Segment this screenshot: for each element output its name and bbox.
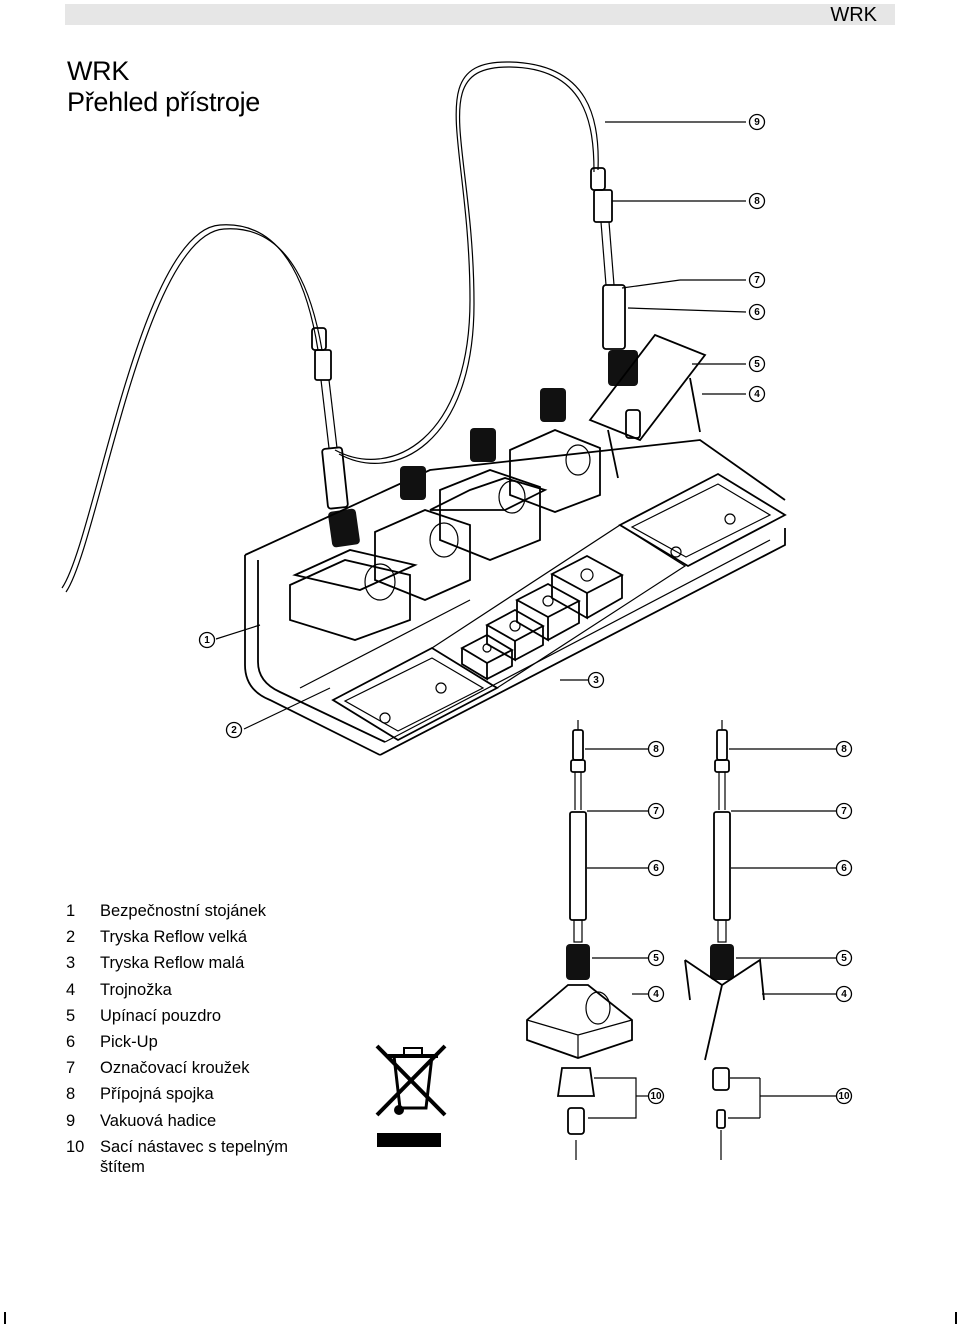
callout-8: 8 bbox=[647, 740, 665, 758]
callout-number: 7 bbox=[754, 275, 760, 286]
legend-text: Tryska Reflow malá bbox=[100, 954, 245, 973]
vacuum-hose-right bbox=[334, 61, 599, 460]
crop-mark-left bbox=[4, 1312, 6, 1324]
callout-number: 10 bbox=[838, 1091, 850, 1102]
legend-number: 4 bbox=[66, 980, 76, 999]
legend-text: Pick-Up bbox=[100, 1033, 158, 1052]
right-tool-drawing bbox=[684, 720, 836, 1160]
legend-number: 6 bbox=[66, 1033, 76, 1052]
callout-number: 10 bbox=[650, 1091, 662, 1102]
legend-item: 1 Bezpečnostní stojánek bbox=[66, 898, 330, 924]
callout-number: 7 bbox=[841, 806, 847, 817]
callout-4: 4 bbox=[748, 385, 766, 403]
callout-number: 4 bbox=[841, 989, 847, 1000]
header-bar: WRK bbox=[65, 4, 895, 26]
vacuum-hose-left bbox=[61, 224, 319, 589]
legend-number: 5 bbox=[66, 1006, 76, 1025]
callout-number: 5 bbox=[841, 953, 847, 964]
callout-number: 8 bbox=[754, 196, 760, 207]
title-line-1: WRK bbox=[67, 56, 130, 86]
legend-item: 4 Trojnožka bbox=[66, 977, 330, 1003]
legend-text-continuation: štítem bbox=[100, 1158, 145, 1177]
callout-number: 6 bbox=[653, 863, 659, 874]
callout-number: 9 bbox=[754, 117, 760, 128]
callout-10: 10 bbox=[647, 1087, 665, 1105]
legend-text: Přípojná spojka bbox=[100, 1085, 214, 1104]
callout-1: 1 bbox=[198, 631, 216, 649]
callout-number: 5 bbox=[754, 359, 760, 370]
callout-3: 3 bbox=[587, 671, 605, 689]
callout-number: 3 bbox=[593, 675, 599, 686]
legend-text: Označovací kroužek bbox=[100, 1059, 250, 1078]
callout-6: 6 bbox=[835, 859, 853, 877]
callout-number: 5 bbox=[653, 953, 659, 964]
legend-item: 3 Tryska Reflow malá bbox=[66, 950, 330, 976]
weee-crossed-bin-icon bbox=[375, 1044, 447, 1147]
legend-item: 5 Upínací pouzdro bbox=[66, 1003, 330, 1029]
callout-5: 5 bbox=[835, 949, 853, 967]
legend-item: 6 Pick-Up bbox=[66, 1029, 330, 1055]
legend-number: 7 bbox=[66, 1059, 76, 1078]
callout-5: 5 bbox=[647, 949, 665, 967]
legend-number: 8 bbox=[66, 1085, 76, 1104]
callout-7: 7 bbox=[835, 802, 853, 820]
callout-7: 7 bbox=[647, 802, 665, 820]
callout-5: 5 bbox=[748, 355, 766, 373]
legend-item: 7 Označovací kroužek bbox=[66, 1055, 330, 1081]
callout-number: 2 bbox=[231, 725, 237, 736]
legend-text: Sací nástavec s tepelným bbox=[100, 1137, 289, 1156]
callout-number: 4 bbox=[754, 389, 760, 400]
station-drawing bbox=[61, 61, 787, 756]
legend-number: 9 bbox=[66, 1111, 76, 1130]
callout-number: 1 bbox=[204, 635, 210, 646]
callout-8: 8 bbox=[748, 192, 766, 210]
legend-text: Trojnožka bbox=[100, 980, 172, 999]
callout-6: 6 bbox=[647, 859, 665, 877]
safety-stand bbox=[244, 333, 787, 756]
callout-number: 7 bbox=[653, 806, 659, 817]
right-pen bbox=[590, 167, 638, 386]
reflow-nozzles bbox=[460, 554, 624, 681]
page-title: WRK Přehled přístroje bbox=[67, 56, 260, 118]
legend-text: Upínací pouzdro bbox=[100, 1006, 222, 1025]
callout-6: 6 bbox=[748, 303, 766, 321]
title-line-2: Přehled přístroje bbox=[67, 87, 260, 117]
crop-mark-right bbox=[955, 1312, 957, 1324]
legend-text: Bezpečnostní stojánek bbox=[100, 902, 267, 920]
legend-item: 9 Vakuová hadice bbox=[66, 1108, 330, 1134]
callout-number: 6 bbox=[754, 307, 760, 318]
callout-number: 4 bbox=[653, 989, 659, 1000]
pen-holders bbox=[289, 333, 707, 641]
legend-text: Vakuová hadice bbox=[100, 1111, 217, 1130]
legend-item: 10 Sací nástavec s tepelným bbox=[66, 1134, 330, 1160]
vacuum-hose-right-edge bbox=[338, 66, 595, 464]
legend-text: Tryska Reflow velká bbox=[100, 928, 248, 947]
callout-number: 8 bbox=[653, 744, 659, 755]
legend-item: 8 Přípojná spojka bbox=[66, 1081, 330, 1107]
legend-number: 1 bbox=[66, 902, 76, 920]
legend-number: 3 bbox=[66, 954, 76, 973]
left-pen bbox=[311, 327, 360, 548]
callout-number: 8 bbox=[841, 744, 847, 755]
callout-2: 2 bbox=[225, 721, 243, 739]
callout-number: 6 bbox=[841, 863, 847, 874]
callout-9: 9 bbox=[748, 113, 766, 131]
callout-8: 8 bbox=[835, 740, 853, 758]
parts-legend: 1 Bezpečnostní stojánek 2 Tryska Reflow vel… bbox=[66, 898, 330, 1180]
callout-10: 10 bbox=[835, 1087, 853, 1105]
legend-number: 2 bbox=[66, 928, 76, 947]
callout-7: 7 bbox=[748, 271, 766, 289]
legend-number: 10 bbox=[66, 1137, 85, 1156]
callout-4: 4 bbox=[647, 985, 665, 1003]
left-tool-drawing bbox=[526, 720, 648, 1160]
vacuum-hose-left-edge bbox=[65, 228, 323, 593]
header-label: WRK bbox=[830, 4, 877, 26]
callout-4: 4 bbox=[835, 985, 853, 1003]
leader-lines bbox=[215, 121, 747, 730]
legend-item: 2 Tryska Reflow velká bbox=[66, 924, 330, 950]
